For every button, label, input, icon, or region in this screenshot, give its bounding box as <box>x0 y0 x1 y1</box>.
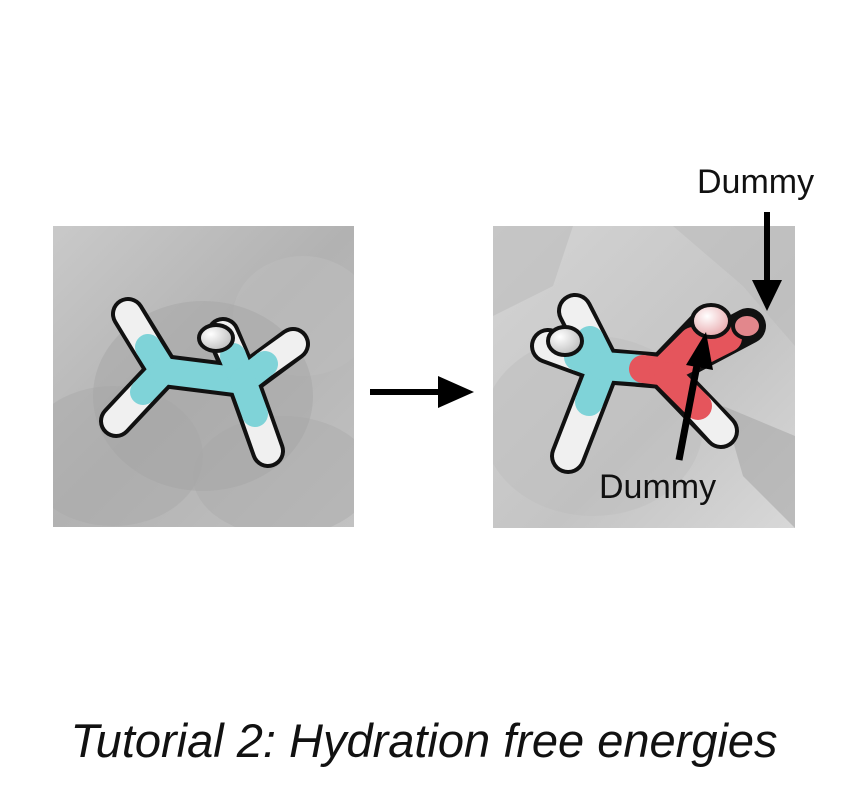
dummy-label-top: Dummy <box>697 163 815 201</box>
dummy-label-bottom: Dummy <box>599 468 717 506</box>
figure-caption: Tutorial 2: Hydration free energies <box>70 714 778 767</box>
ethane-molecule-icon <box>53 226 354 527</box>
ethane-render-panel <box>53 226 354 527</box>
